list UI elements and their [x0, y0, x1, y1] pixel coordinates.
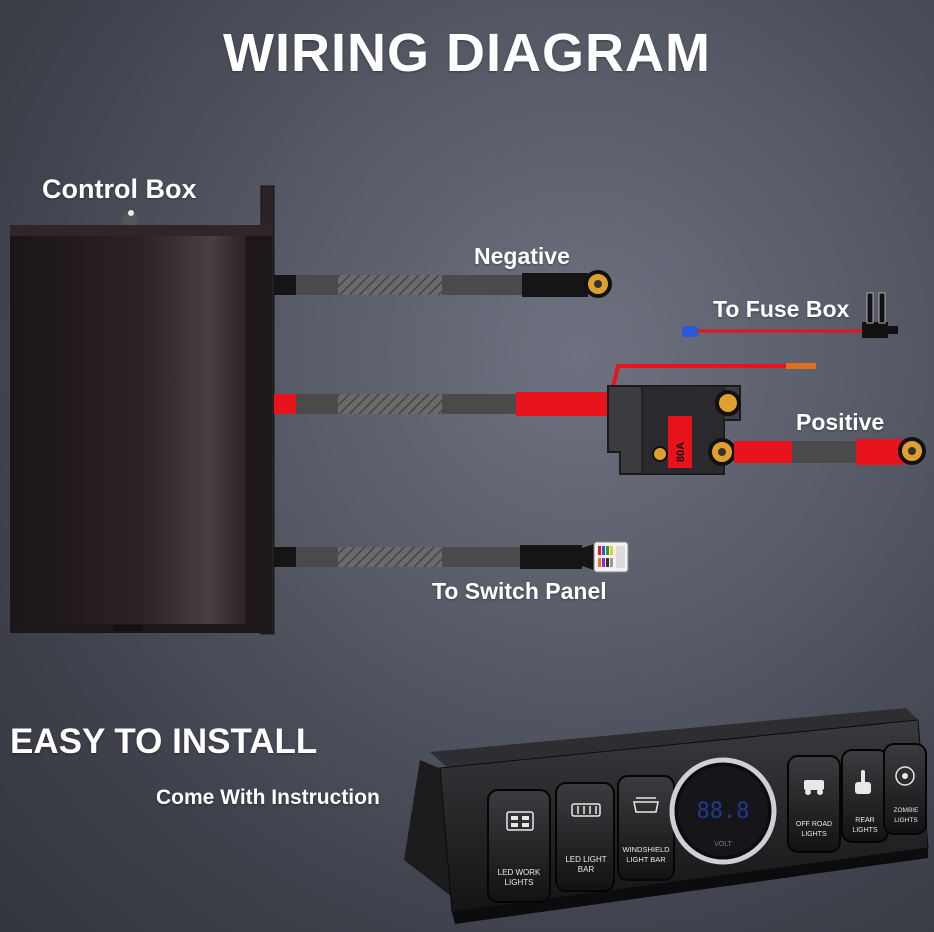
switch-4[interactable]: OFF ROAD LIGHTS [787, 755, 841, 853]
fuse-tap-wire [682, 292, 898, 338]
switch-panel: LED WORK LIGHTS LED LIGHT BAR WINDSHIELD… [404, 708, 929, 924]
switch-label-line2: BAR [578, 865, 595, 874]
switch-label-line1: LED LIGHT [565, 855, 606, 864]
fuse-box-label: To Fuse Box [713, 296, 850, 322]
switch-label-line2: LIGHTS [801, 831, 827, 838]
switch-1[interactable]: LED WORK LIGHTS [487, 789, 551, 903]
switch-panel-label: To Switch Panel [432, 578, 607, 604]
switch-label-line1: OFF ROAD [796, 821, 832, 828]
voltmeter-gauge: 88.8 VOLT [669, 757, 777, 865]
switch-3[interactable]: WINDSHIELD LIGHT BAR [617, 775, 675, 881]
off-road-icon [804, 780, 824, 795]
work-lights-icon [506, 811, 534, 831]
hand-icon [855, 770, 871, 794]
switch-label-line2: LIGHT BAR [626, 855, 666, 864]
positive-label: Positive [796, 409, 885, 435]
switch-label-line2: LIGHTS [505, 878, 534, 887]
switch-label-line2: LIGHTS [894, 817, 918, 824]
switch-6[interactable]: ZOMBIE LIGHTS [883, 743, 927, 835]
switch-label-line1: REAR [855, 817, 874, 824]
switch-label-line2: LIGHTS [852, 827, 878, 834]
switch-label-line1: ZOMBIE [894, 807, 920, 814]
switch-panel-wire [274, 541, 629, 573]
instruction-subheading: Come With Instruction [156, 786, 380, 809]
light-bar-icon [571, 803, 601, 817]
gauge-digits: 88.8 [697, 799, 750, 824]
breaker-rating: 80A [675, 442, 687, 462]
windshield-light-icon [633, 797, 659, 813]
page-title: WIRING DIAGRAM [223, 23, 711, 83]
switch-5[interactable]: REAR LIGHTS [841, 749, 889, 843]
gauge-unit: VOLT [714, 841, 732, 848]
control-box [10, 185, 275, 635]
negative-wire [274, 270, 612, 298]
easy-install-heading: EASY TO INSTALL [10, 722, 318, 761]
switch-label-line1: WINDSHIELD [622, 845, 670, 854]
positive-output-wire [734, 437, 926, 465]
biohazard-icon [895, 766, 915, 786]
control-box-label: Control Box [42, 174, 197, 204]
switch-2[interactable]: LED LIGHT BAR [555, 782, 615, 892]
circuit-breaker: 80A [607, 385, 741, 475]
switch-label-line1: LED WORK [498, 868, 541, 877]
negative-label: Negative [474, 243, 570, 269]
